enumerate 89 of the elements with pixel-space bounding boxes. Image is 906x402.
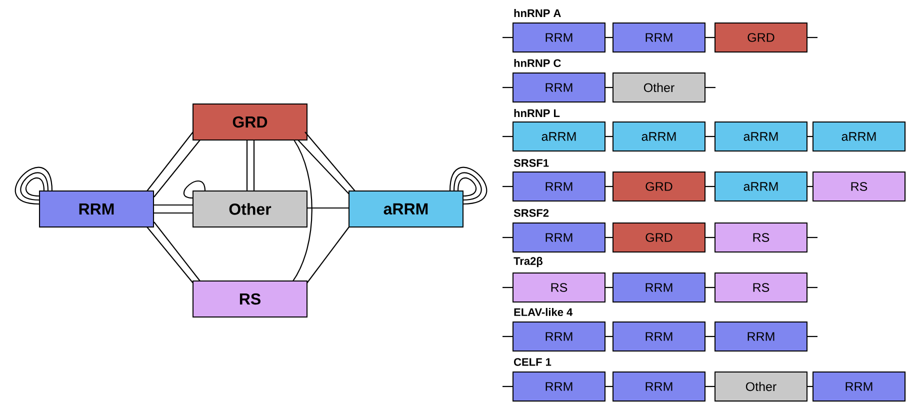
domain-box: RS [714,222,808,252]
backbone-line [606,336,612,338]
backbone-line [706,236,714,238]
domain-box: RS [812,172,906,202]
backbone-line [706,286,714,288]
self-loop [15,167,53,205]
domain-box: aRRM [714,172,808,202]
backbone-line [606,186,612,188]
domain-box: RRM [612,272,706,302]
backbone-line [808,286,818,288]
self-loop [26,178,45,197]
backbone-line [808,36,818,38]
connector-line [298,140,350,194]
backbone-line [808,236,818,238]
domain-box: Other [612,72,706,102]
domain-box: Other [714,372,808,402]
domain-box: RRM [512,222,606,252]
backbone-line [502,36,512,38]
domain-box: GRD [192,104,308,140]
backbone-line [606,86,612,88]
backbone-line [706,36,714,38]
domain-box: RRM [512,322,606,352]
backbone-line [808,186,812,188]
connector-line [246,140,248,191]
backbone-line [502,286,512,288]
self-loop [449,167,487,205]
domain-box: GRD [612,222,706,252]
self-loop [184,180,206,199]
backbone-line [502,236,512,238]
domain-box: RRM [512,22,606,52]
connector-line [292,140,312,282]
protein-name: SRSF2 [514,209,549,217]
domain-box: RS [714,272,808,302]
backbone-line [706,386,714,388]
backbone-line [606,236,612,238]
backbone-line [706,336,714,338]
domain-box: RRM [612,322,706,352]
domain-box: aRRM [714,122,808,152]
domain-box: aRRM [348,190,464,228]
connector-line [304,132,356,192]
protein-name: Tra2β [514,256,543,268]
domain-box: Other [192,190,308,228]
domain-box: RRM [812,372,906,402]
connector-line [154,140,200,198]
protein-name: SRSF1 [514,159,549,167]
connector-line [307,207,349,209]
protein-name: ELAV-like 4 [514,308,573,316]
domain-box: aRRM [512,122,606,152]
protein-name: hnRNP C [514,58,561,68]
connector-line [154,222,200,282]
self-loop [20,172,49,201]
domain-box: RRM [512,72,606,102]
connector-line [146,226,194,284]
backbone-line [606,386,612,388]
domain-box: RRM [714,322,808,352]
backbone-line [706,186,714,188]
connector-line [146,132,194,192]
connector-line [154,204,193,206]
domain-box: GRD [714,22,808,52]
domain-box: RS [512,272,606,302]
backbone-line [502,136,512,138]
domain-box: RRM [612,22,706,52]
backbone-line [808,336,818,338]
domain-box: aRRM [612,122,706,152]
backbone-line [706,86,716,88]
connector-line [306,226,350,284]
backbone-line [606,286,612,288]
backbone-line [606,136,612,138]
backbone-line [706,136,714,138]
connector-line [253,140,255,191]
domain-box: GRD [612,172,706,202]
protein-name: hnRNP L [514,109,560,117]
domain-box: aRRM [812,122,906,152]
domain-box: RRM [39,190,154,228]
backbone-line [808,386,812,388]
connector-line [154,212,193,214]
protein-name: CELF 1 [514,358,552,366]
backbone-line [808,136,812,138]
backbone-line [502,386,512,388]
self-loop [457,178,476,197]
domain-box: RS [192,280,308,318]
backbone-line [502,336,512,338]
domain-box: RRM [512,172,606,202]
self-loop [453,172,482,201]
backbone-line [606,36,612,38]
domain-box: RRM [512,372,606,402]
backbone-line [502,186,512,188]
backbone-line [502,86,512,88]
domain-box: RRM [612,372,706,402]
